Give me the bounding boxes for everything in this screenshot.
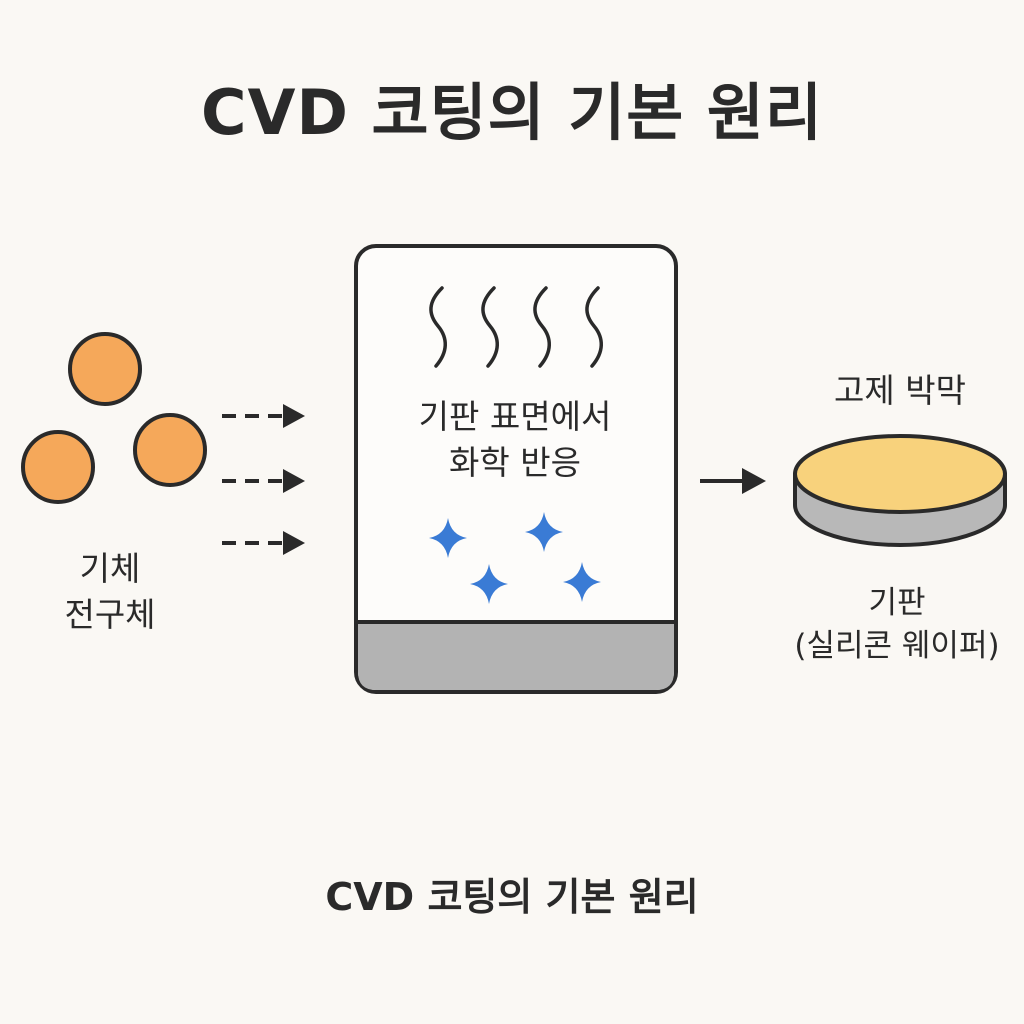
precursor-label: 기체 전구체 xyxy=(64,549,156,634)
wafer-disc xyxy=(793,434,1007,547)
film-label: 고제 박막 xyxy=(834,371,966,410)
dashed-arrow xyxy=(222,531,305,555)
dashed-arrow xyxy=(222,469,305,493)
sparkle-icon xyxy=(525,512,563,552)
chamber-label: 기판 표면에서 화학 반응 xyxy=(418,397,612,482)
bottom-caption: CVD 코팅의 기본 원리 xyxy=(325,875,699,919)
precursor-molecule xyxy=(68,332,142,406)
thin-film xyxy=(793,434,1007,514)
substrate-label: 기판 (실리콘 웨이퍼) xyxy=(794,585,1000,664)
solid-arrow xyxy=(700,468,766,494)
dashed-arrow xyxy=(222,404,305,428)
precursor-molecule xyxy=(21,430,95,504)
sparkle-icon xyxy=(563,562,601,602)
sparkle-icon xyxy=(470,564,508,604)
heat-wave-icon xyxy=(429,286,603,368)
precursor-molecule xyxy=(133,413,207,487)
chamber-base xyxy=(358,622,674,690)
sparkle-icon xyxy=(429,518,467,558)
page-title: CVD 코팅의 기본 원리 xyxy=(201,76,823,149)
